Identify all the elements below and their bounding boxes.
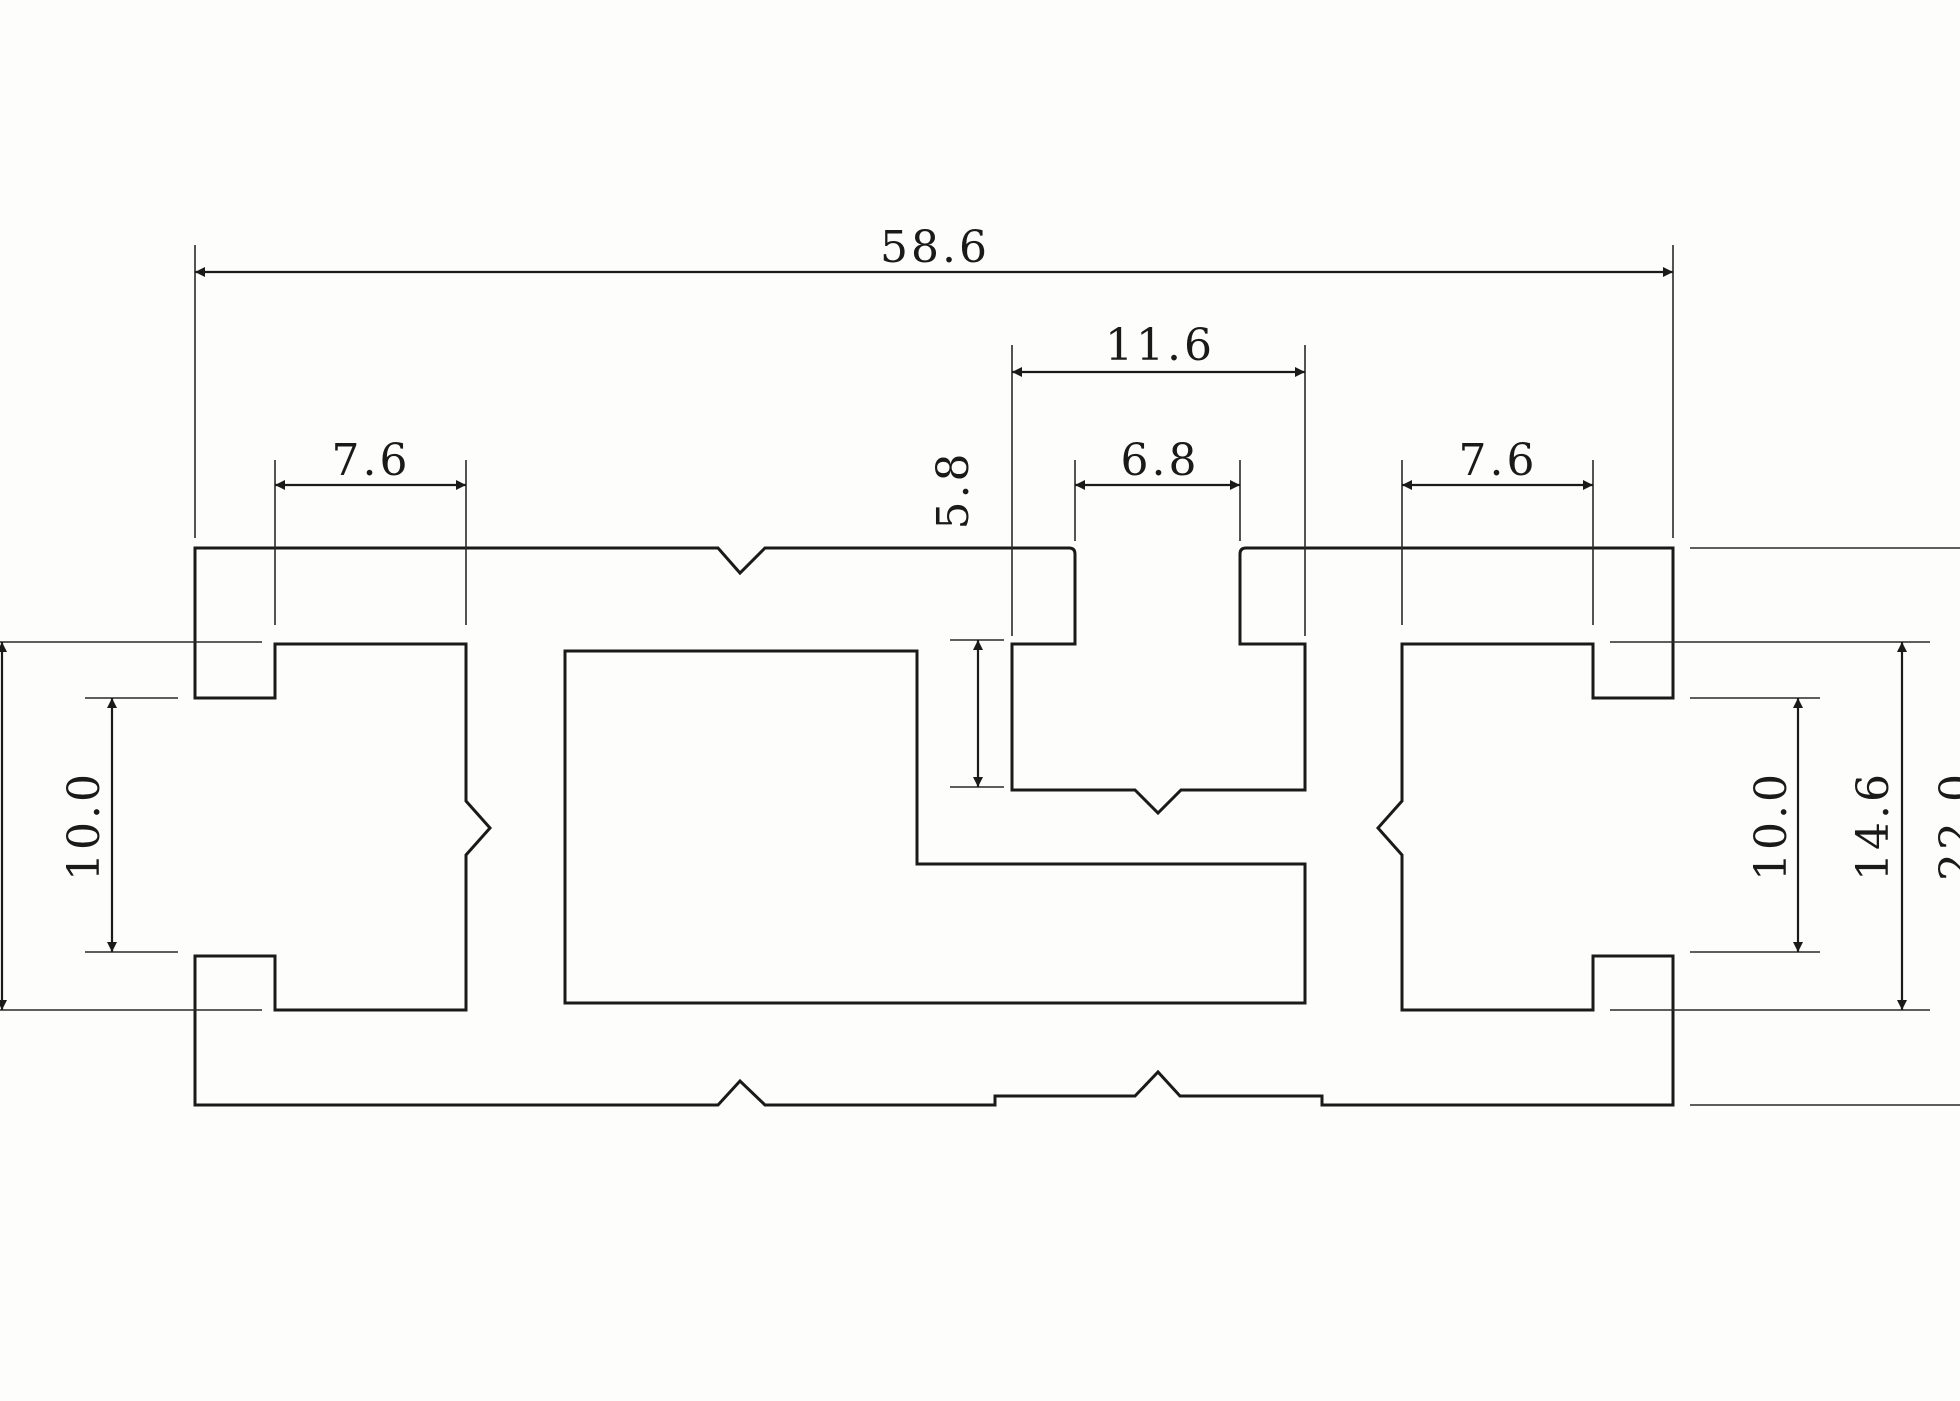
label-slot-height-left: 10.0 (59, 771, 110, 881)
central-hollow (563, 649, 1307, 1005)
label-slot-height-right: 10.0 (1746, 771, 1797, 881)
extension-lines (0, 245, 1960, 1106)
label-overall-height: 22.0 (1931, 771, 1960, 881)
label-slot-width-left: 7.6 (332, 435, 411, 486)
label-slot-depth-center: 5.8 (928, 451, 979, 530)
label-overall-width: 58.6 (880, 222, 990, 273)
label-slot-opening-outer: 11.6 (1105, 320, 1215, 371)
label-slot-opening-inner: 6.8 (1121, 435, 1200, 486)
label-inner-height-right: 14.6 (1848, 771, 1899, 881)
label-slot-width-right: 7.6 (1459, 435, 1538, 486)
outer-contour (193, 546, 1675, 1107)
dimension-lines (0, 267, 1907, 1010)
dimension-labels: 58.6 11.6 6.8 7.6 7.6 5.8 10.0 10.0 14.6… (59, 222, 1960, 881)
aluminium-profile-outline (193, 546, 1675, 1107)
